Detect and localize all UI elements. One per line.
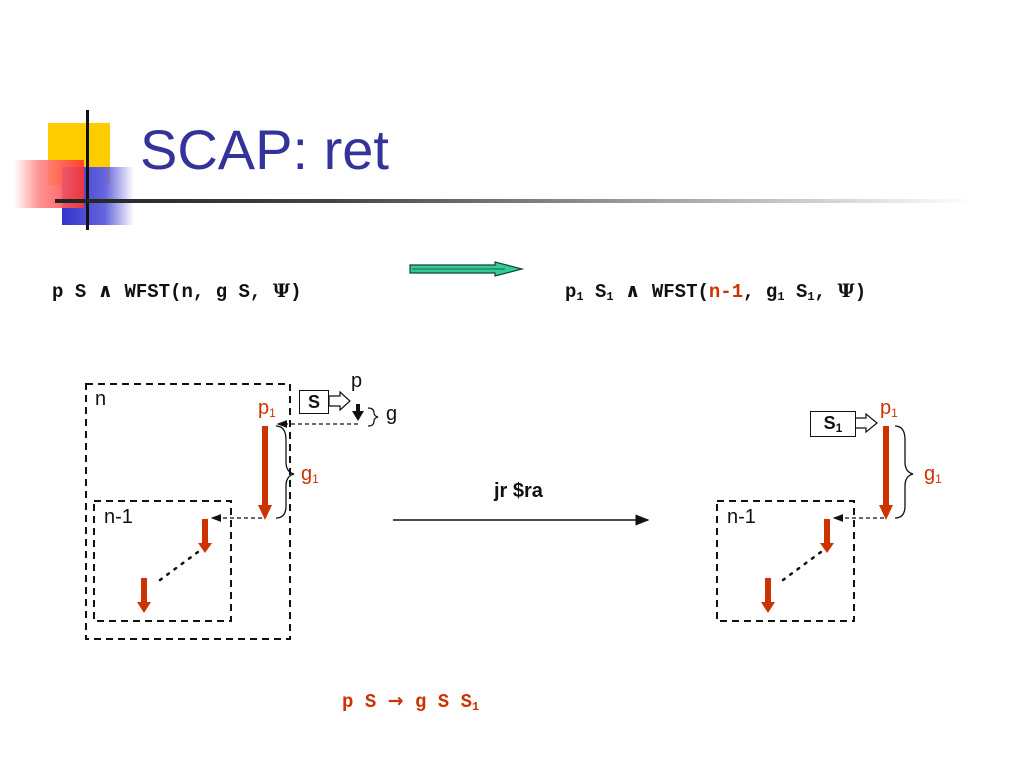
g1-brace-left — [275, 425, 295, 519]
right-stack-arrow-bottom — [761, 578, 775, 613]
right-label-g1: g1 — [924, 463, 942, 486]
instruction-label: jr $ra — [494, 480, 543, 502]
label-g: g — [386, 403, 398, 425]
right-stack-arrow-p1 — [879, 426, 893, 520]
right-inner-frame-n-minus-1 — [716, 500, 855, 622]
slide-title: SCAP: ret — [140, 118, 389, 181]
formula-right: p1 S1 ∧ WFST(n-1, g1 S1, Ψ) — [565, 280, 867, 304]
g-brace — [367, 407, 379, 427]
label-g1: g1 — [301, 463, 319, 486]
inner-frame-n-minus-1 — [93, 500, 232, 622]
right-stack-arrow-inner — [820, 519, 834, 553]
outer-frame-n — [85, 383, 291, 640]
s-register-box: S — [299, 390, 329, 414]
s1-register-box: S1 — [810, 411, 856, 437]
label-n-minus-1: n-1 — [104, 506, 133, 528]
formula-left: p S ∧ WFST(n, g S, Ψ) — [52, 280, 302, 303]
label-n: n — [95, 388, 107, 410]
right-label-n-minus-1: n-1 — [727, 506, 756, 528]
stack-arrow-bottom — [137, 578, 151, 613]
dotted-continuation — [158, 550, 200, 582]
title-underline — [55, 199, 975, 203]
right-dotted-continuation — [781, 550, 823, 582]
right-label-p1: p1 — [880, 397, 898, 420]
stack-arrow-inner — [198, 519, 212, 553]
logo-vertical-line — [86, 110, 89, 230]
slide-logo — [0, 105, 140, 230]
stack-arrow-p1 — [258, 426, 272, 520]
s1-pointer-arrow — [854, 412, 878, 434]
bottom-formula: p S → g S S1 — [342, 690, 480, 714]
double-arrow-icon — [409, 261, 525, 277]
g1-brace-right — [894, 425, 914, 519]
label-p1: p1 — [258, 397, 276, 420]
label-p: p — [351, 370, 363, 392]
s-pointer-arrow — [328, 390, 351, 412]
p-small-arrow — [352, 404, 364, 421]
